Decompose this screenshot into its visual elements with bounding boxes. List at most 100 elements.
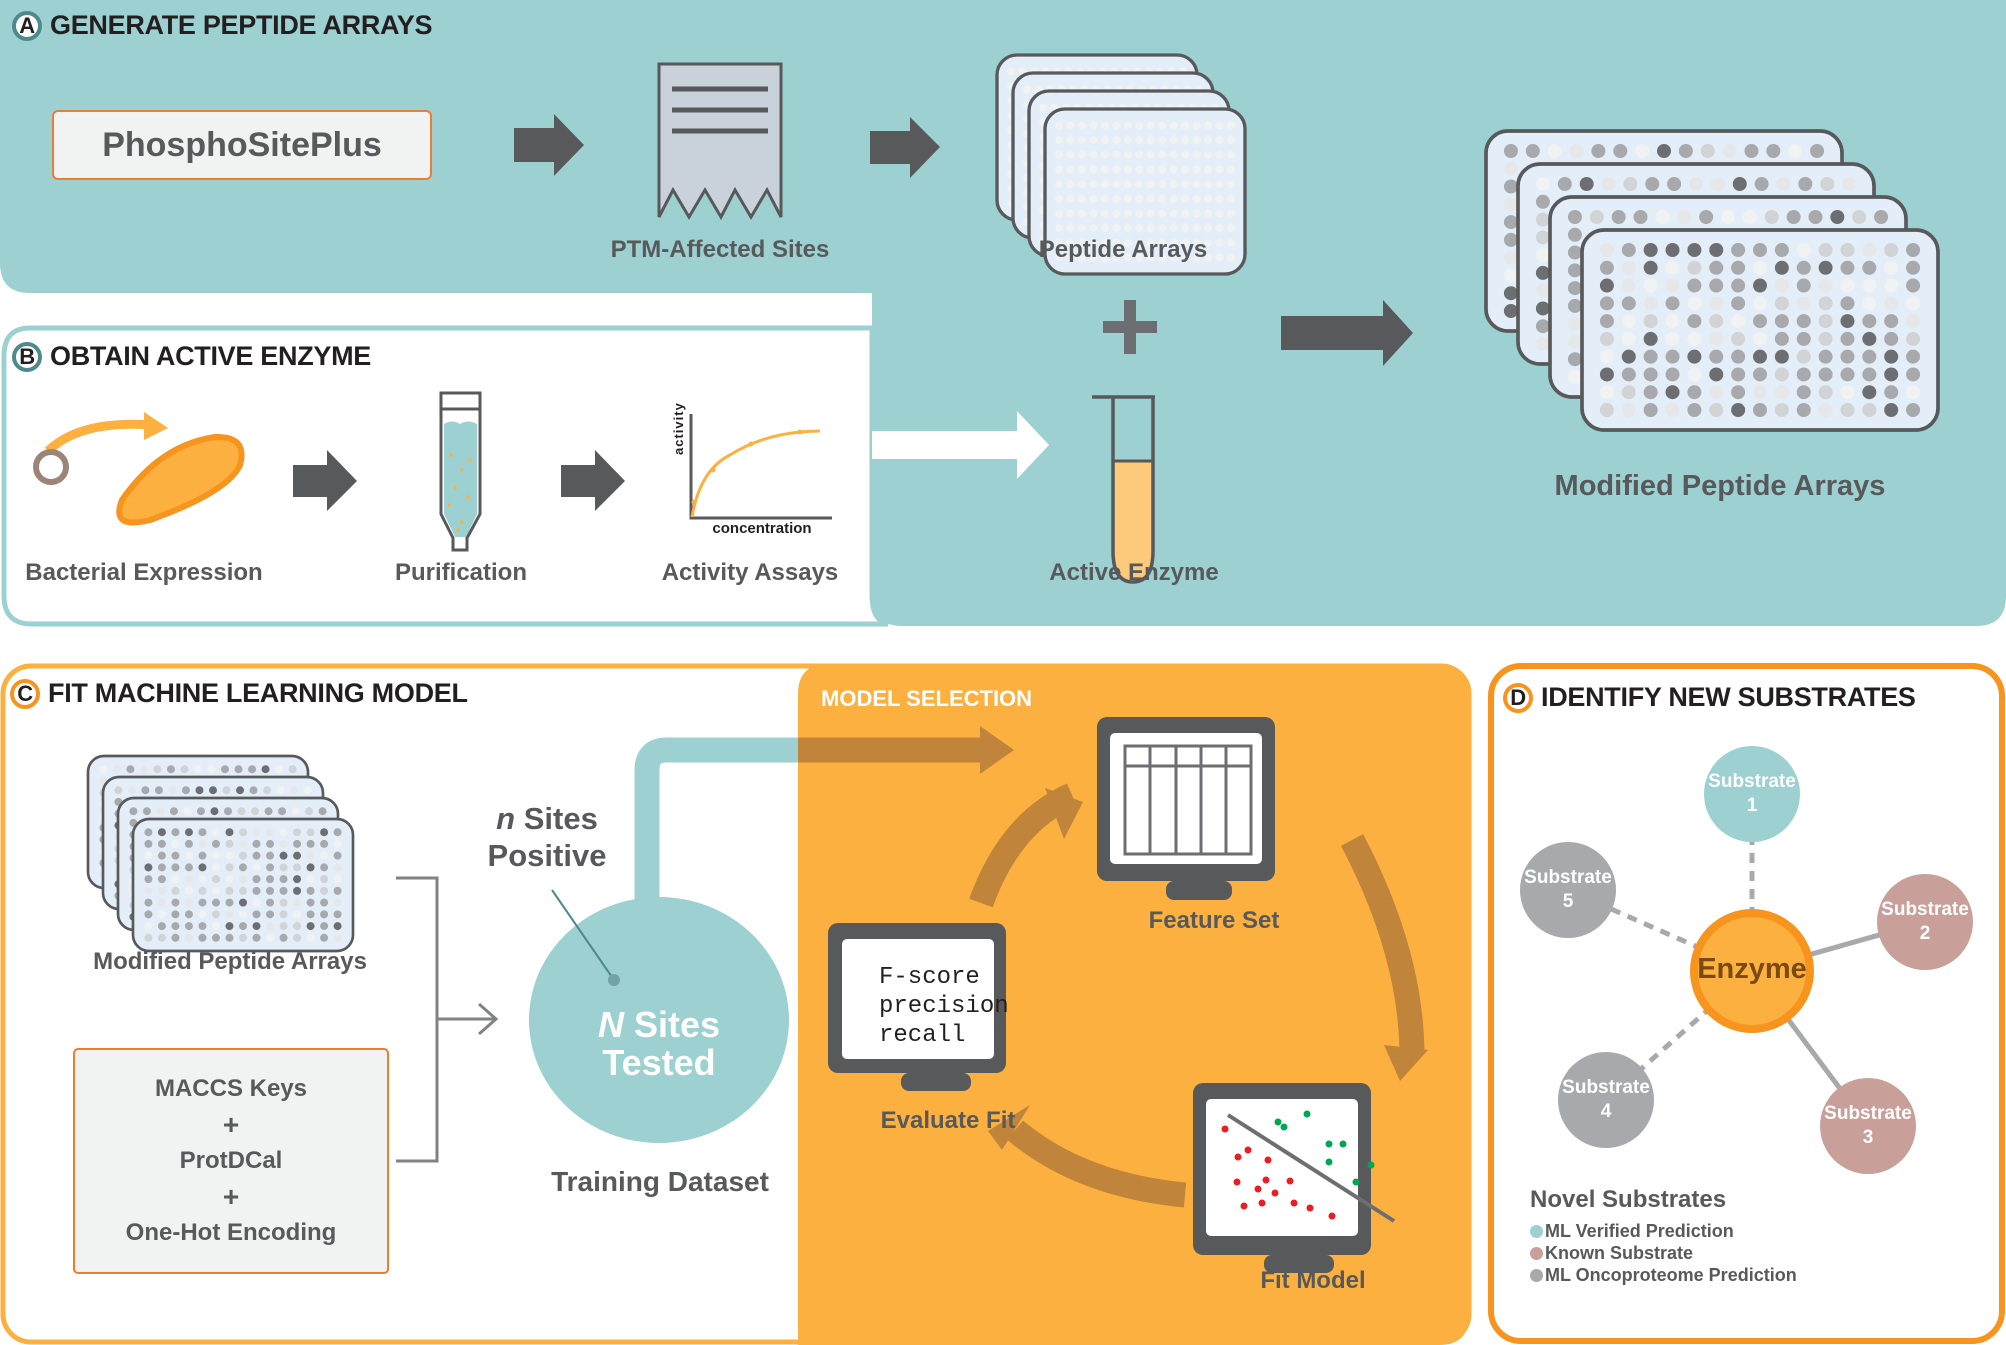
plate-spot: [266, 886, 275, 895]
plate-spot: [1678, 144, 1693, 158]
plate-spot: [1731, 296, 1746, 311]
plate-spot: [1687, 296, 1702, 311]
plate-spot: [293, 898, 302, 907]
plate-spot: [1112, 165, 1121, 174]
plate-spot: [1100, 253, 1109, 262]
plate-spot: [210, 807, 219, 816]
plate-spot: [320, 933, 329, 942]
substrate-node: [1558, 1052, 1654, 1148]
legend-item: ML Verified Prediction: [1530, 1220, 1797, 1242]
plate-spot: [171, 886, 180, 895]
plate-spot: [252, 922, 261, 931]
plate-spot: [1599, 243, 1614, 257]
plate-spot: [225, 898, 234, 907]
plate-spot: [1557, 177, 1572, 191]
plate-spot: [279, 933, 288, 942]
plate-spot: [1227, 180, 1235, 189]
plate-spot: [279, 828, 288, 837]
plate-spot: [1796, 260, 1811, 275]
model-selection-title: MODEL SELECTION: [821, 686, 1033, 711]
plate-spot: [1732, 177, 1747, 191]
plate-spot: [1567, 245, 1582, 260]
plate-spot: [1158, 209, 1167, 218]
plate-spot: [1852, 210, 1867, 224]
plate-spot: [1055, 150, 1063, 159]
plate-spot: [144, 933, 153, 942]
substrate-name: Substrate: [1824, 1103, 1912, 1124]
plate-spot: [263, 786, 272, 795]
plate-spot: [320, 886, 329, 895]
substrate-name: Substrate: [1562, 1077, 1650, 1098]
plate-spot: [279, 922, 288, 931]
plate-spot: [1112, 253, 1121, 262]
plate-spot: [1621, 314, 1636, 329]
plate-spot: [1066, 121, 1075, 130]
plate-spot: [1192, 136, 1201, 145]
plate-spot: [1135, 238, 1144, 247]
plate-spot: [1633, 210, 1648, 224]
panel-d-badge: D: [1503, 682, 1533, 713]
plate-spot: [1820, 177, 1835, 191]
plate-spot: [1503, 268, 1518, 283]
plate-spot: [1503, 197, 1518, 212]
plate-spot: [1135, 253, 1144, 262]
plate-spot: [1709, 314, 1724, 329]
network-nodes: [1520, 746, 1973, 1174]
plate-spot: [1089, 180, 1098, 189]
plate-spot: [1535, 248, 1550, 263]
plate-spot: [1112, 238, 1121, 247]
plate-spot: [211, 863, 220, 872]
plate-spot: [1204, 194, 1213, 203]
plate-spot: [266, 922, 275, 931]
plate-spot: [1774, 296, 1789, 311]
plate-spot: [1884, 331, 1899, 346]
scatter-point-positive: [1339, 1140, 1347, 1148]
plate-spot: [1906, 278, 1921, 293]
plate-spot: [184, 839, 193, 848]
plate-spot: [1796, 296, 1811, 311]
plate-spot: [1503, 286, 1518, 301]
plate-spot: [1665, 243, 1680, 257]
plate-spot: [1599, 403, 1614, 417]
plate-spot: [225, 910, 234, 919]
plate-spot: [1135, 224, 1144, 233]
plate-spot: [1721, 210, 1735, 224]
plate-spot: [1123, 150, 1132, 159]
plate-spot: [1810, 144, 1825, 158]
plate-spot: [1204, 165, 1213, 174]
plate-spot: [1181, 165, 1190, 174]
arrow-right-icon: [1281, 300, 1413, 366]
plate-spot: [1796, 349, 1811, 364]
plate-spot: [1874, 210, 1889, 224]
plate-spot: [221, 765, 230, 774]
plate-spot: [333, 863, 342, 872]
N-sites-text: Sites: [623, 1004, 721, 1045]
plate-spot: [1906, 260, 1921, 275]
plate-spot: [1567, 370, 1582, 384]
plate-spot: [1742, 210, 1757, 224]
plate-spot: [1665, 296, 1680, 311]
plus-icon: [1103, 300, 1157, 354]
plate-spot: [1066, 150, 1075, 159]
plate-spot: [1039, 103, 1047, 112]
plate-spot: [1077, 165, 1086, 174]
plate-spot: [1796, 385, 1811, 400]
plate-spot: [1599, 278, 1614, 293]
plate-spot: [1635, 144, 1650, 158]
scatter-point-positive: [1325, 1140, 1333, 1148]
plate-spot: [157, 851, 166, 860]
plate-spot: [1621, 349, 1636, 364]
plate-spot: [239, 910, 247, 919]
plate-spot: [264, 807, 273, 816]
plate-spot: [1643, 385, 1658, 400]
plate-spot: [1699, 210, 1714, 224]
plate-spot: [1192, 121, 1201, 130]
plate-spot: [1643, 367, 1658, 382]
modified-peptide-arrays-icon: [86, 754, 355, 953]
plate-spot: [1055, 165, 1063, 174]
plate-spot: [157, 875, 166, 884]
plate-spot: [144, 863, 153, 872]
plate-spot: [1503, 215, 1518, 230]
plate-spot: [1227, 253, 1235, 262]
plate-spot: [1089, 150, 1098, 159]
